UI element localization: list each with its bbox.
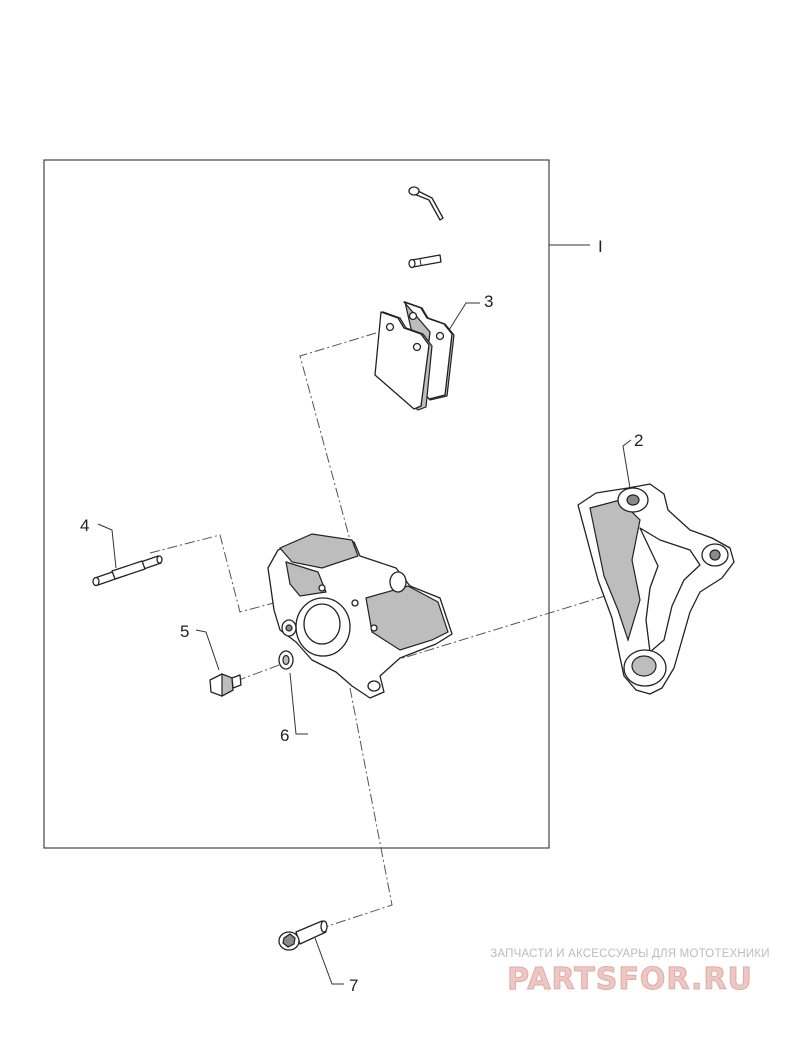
watermark-tagline: ЗАПЧАСТИ И АКСЕССУАРЫ ДЛЯ МОТОТЕХНИКИ <box>490 948 770 960</box>
center-line-bolt-5 <box>235 663 283 682</box>
label-part-7: 7 <box>349 976 358 995</box>
label-part-6: 6 <box>280 726 289 745</box>
center-line-bolt-7 <box>324 687 393 928</box>
leader-part-2 <box>622 439 632 489</box>
leader-part-3 <box>448 302 480 331</box>
partsfor-watermark: ЗАПЧАСТИ И АКСЕССУАРЫ ДЛЯ МОТОТЕХНИКИ PA… <box>470 948 790 998</box>
sealing-washer <box>278 650 294 670</box>
socket-head-bolt <box>278 920 328 951</box>
label-part-4: 4 <box>80 516 89 535</box>
partsfor-logo: PARTSFOR.RU <box>507 962 753 998</box>
label-part-5: 5 <box>180 622 189 641</box>
label-part-2: 2 <box>634 431 643 450</box>
assembly-center-lines <box>149 332 606 928</box>
leader-part-4 <box>97 523 117 569</box>
caliper-assembly-frame <box>43 159 550 849</box>
pad-spring-clip <box>408 186 444 221</box>
caliper-body <box>267 533 453 699</box>
label-part-1: I <box>598 237 603 256</box>
pad-pin <box>408 254 442 269</box>
caliper-mounting-bracket <box>577 483 735 695</box>
leader-part-7 <box>314 937 344 985</box>
leader-part-5 <box>195 629 220 671</box>
center-line-pads <box>299 332 377 541</box>
center-line-bracket <box>389 595 606 663</box>
bleeder-bolt <box>209 673 242 698</box>
brake-pads <box>374 301 455 411</box>
leader-part-6 <box>289 672 308 735</box>
label-part-3: 3 <box>484 292 493 311</box>
center-line-pin <box>149 534 301 613</box>
slide-pin <box>92 555 163 587</box>
